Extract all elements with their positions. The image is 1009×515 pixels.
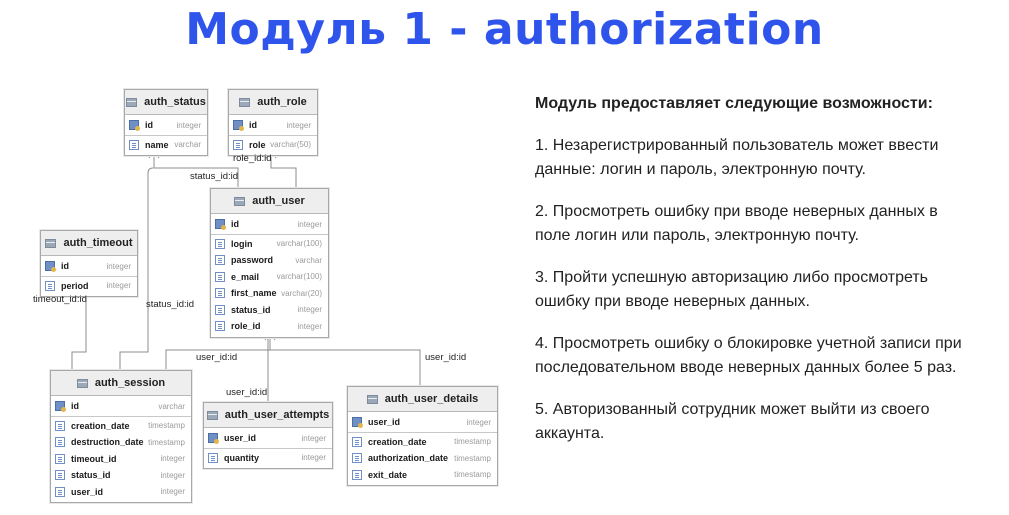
column-icon — [352, 453, 362, 464]
table-icon — [366, 394, 378, 404]
column-icon — [55, 437, 65, 448]
table-icon — [234, 196, 246, 206]
primary-key-icon — [55, 401, 66, 413]
relation-line-user-status — [153, 152, 239, 188]
column-icon — [215, 255, 225, 266]
relation-label-timeout: timeout_id:id — [33, 294, 87, 305]
column-icon — [352, 436, 362, 447]
primary-key-icon — [129, 120, 140, 132]
column-icon — [215, 288, 225, 299]
foreign-key-icon — [215, 304, 225, 315]
column-icon — [129, 139, 139, 150]
description-item: 4. Просмотреть ошибку о блокировке учетн… — [535, 335, 962, 376]
primary-key-icon — [352, 417, 363, 429]
table-icon — [76, 378, 88, 388]
table-icon — [206, 410, 218, 420]
relation-line-role — [270, 152, 297, 188]
relation-label-session-status: status_id:id — [146, 299, 195, 310]
primary-key-icon — [45, 261, 56, 273]
column-icon — [208, 452, 218, 463]
table-title: auth_role — [257, 96, 307, 108]
column-icon — [352, 469, 362, 480]
table-title: auth_user — [252, 195, 305, 207]
page-title: Модуль 1 - authorization — [185, 4, 824, 55]
module-description: Модуль предоставляет следующие возможнос… — [535, 92, 975, 464]
relation-label-attempts-user: user_id:id — [226, 387, 268, 398]
primary-key-icon — [215, 219, 226, 231]
table-title: auth_session — [94, 377, 166, 389]
foreign-key-icon — [215, 321, 225, 332]
relation-label-session-user: user_id:id — [196, 352, 238, 363]
table-title: auth_timeout — [63, 237, 133, 249]
table-icon — [239, 97, 251, 107]
description-item: 5. Авторизованный сотрудник может выйти … — [535, 401, 930, 442]
description-item: 1. Незарегистрированный пользователь мож… — [535, 137, 939, 178]
relation-label-user-status: status_id:id — [190, 171, 239, 182]
relation-label-details-user: user_id:id — [425, 352, 467, 363]
foreign-key-icon — [55, 486, 65, 497]
primary-key-icon — [208, 433, 219, 445]
description-item: 2. Просмотреть ошибку при вводе неверных… — [535, 203, 938, 244]
relation-line-details-user — [270, 349, 421, 386]
column-icon — [233, 139, 243, 150]
description-heading: Модуль предоставляет следующие возможнос… — [535, 95, 933, 112]
column-icon — [215, 271, 225, 282]
foreign-key-icon — [55, 453, 65, 464]
relation-label-role: role_id:id — [233, 153, 272, 164]
table-icon — [45, 238, 57, 248]
table-icon — [126, 97, 138, 107]
relation-line-timeout — [71, 292, 87, 370]
column-icon — [215, 238, 225, 249]
relation-line-session-user — [165, 334, 271, 370]
relation-line-session-status — [119, 167, 154, 370]
column-icon — [55, 420, 65, 431]
table-title: auth_user_attempts — [224, 409, 330, 421]
table-title: auth_user_details — [384, 393, 479, 405]
foreign-key-icon — [55, 470, 65, 481]
description-item: 3. Пройти успешную авторизацию либо прос… — [535, 269, 928, 310]
column-icon — [45, 280, 55, 291]
table-title: auth_status — [144, 96, 206, 108]
primary-key-icon — [233, 120, 244, 132]
